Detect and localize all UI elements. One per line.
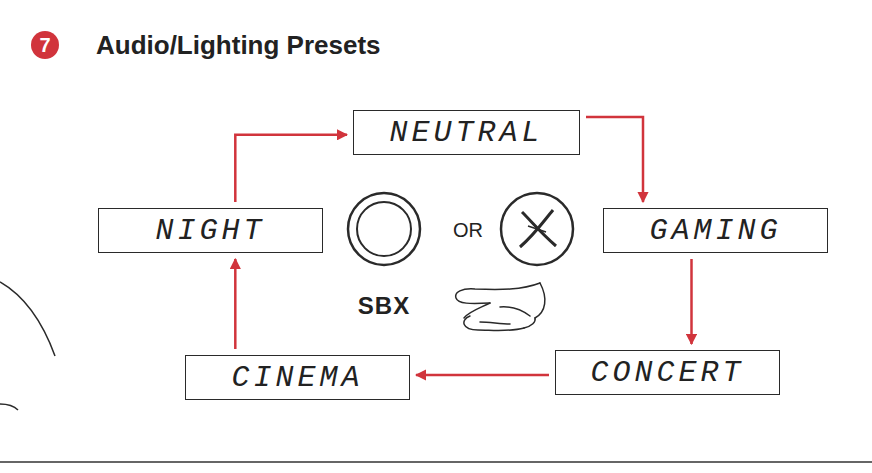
lcd-display-box: NIGHT bbox=[98, 208, 323, 253]
cycle-arrow bbox=[235, 135, 347, 202]
cycle-arrow bbox=[416, 374, 549, 377]
cropped-figure-line bbox=[0, 404, 18, 410]
callout-number: 7 bbox=[39, 35, 50, 55]
lcd-display-box: CINEMA bbox=[185, 355, 410, 400]
hand-drawing bbox=[456, 283, 545, 331]
cycle-arrow bbox=[586, 117, 643, 202]
sbx-button: SBX bbox=[342, 190, 426, 324]
cropped-figure-line bbox=[0, 282, 55, 356]
preset-name: NEUTRAL bbox=[389, 118, 543, 148]
or-label: OR bbox=[453, 220, 483, 240]
callout-badge bbox=[31, 31, 59, 59]
button-outline bbox=[344, 190, 424, 270]
button-label: SBX bbox=[342, 294, 426, 318]
preset-name: CINEMA bbox=[231, 363, 363, 393]
preset-name: GAMING bbox=[649, 216, 781, 246]
lcd-display-box: GAMING bbox=[603, 208, 828, 253]
diagram-title: Audio/Lighting Presets bbox=[96, 32, 381, 58]
preset-name: CONCERT bbox=[590, 358, 744, 388]
lcd-display-box: NEUTRAL bbox=[353, 110, 580, 155]
section-rule bbox=[0, 461, 872, 463]
cycle-arrow bbox=[234, 259, 237, 349]
cycle-arrow bbox=[690, 259, 693, 344]
preset-name: NIGHT bbox=[155, 216, 265, 246]
x-button-symbol bbox=[501, 193, 573, 265]
lcd-display-box: CONCERT bbox=[555, 350, 780, 395]
